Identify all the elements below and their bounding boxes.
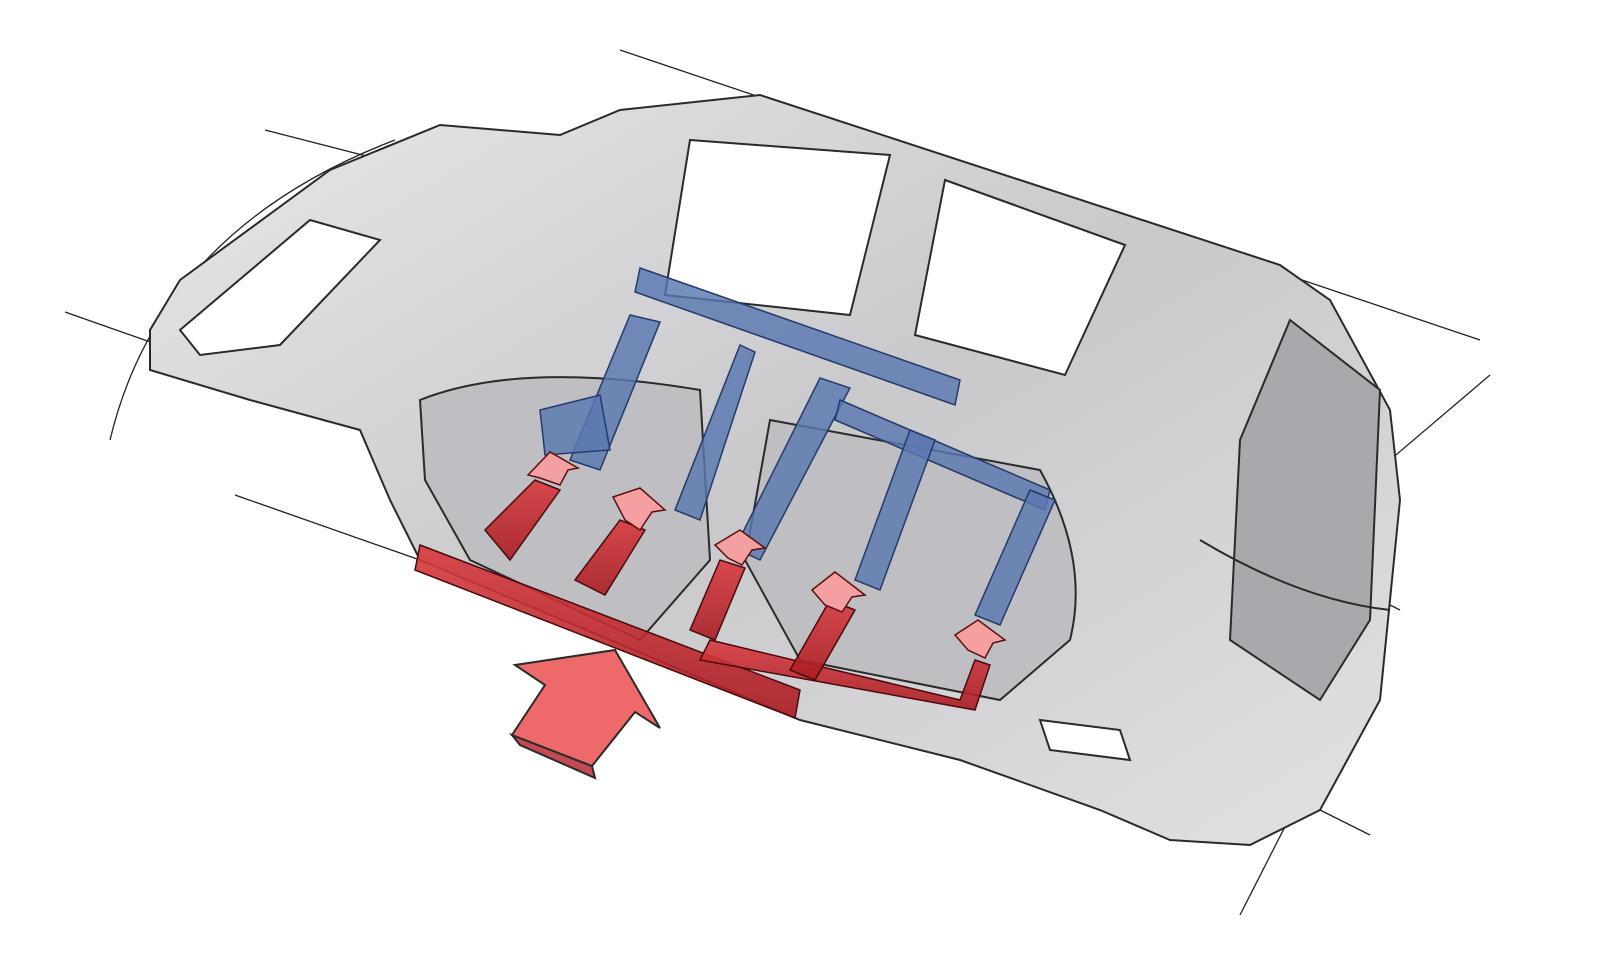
arrow-up-icon xyxy=(953,619,1007,659)
arrow-up-icon xyxy=(713,529,767,566)
load-direction-arrows xyxy=(526,451,1007,659)
side-impact-arrow-icon xyxy=(508,648,661,780)
sunroof-opening-rear xyxy=(913,178,1127,377)
arrow-up-icon xyxy=(526,451,581,486)
arrow-up-icon xyxy=(810,571,867,613)
roof-reinforcement-structure xyxy=(539,267,1056,626)
front-door-opening xyxy=(418,376,712,642)
sunroof-opening-front xyxy=(663,138,892,317)
arrow-up-icon xyxy=(611,487,667,532)
side-sill xyxy=(414,543,801,720)
side-impact-load-path xyxy=(414,479,991,720)
rear-hatch-opening xyxy=(1228,318,1382,702)
